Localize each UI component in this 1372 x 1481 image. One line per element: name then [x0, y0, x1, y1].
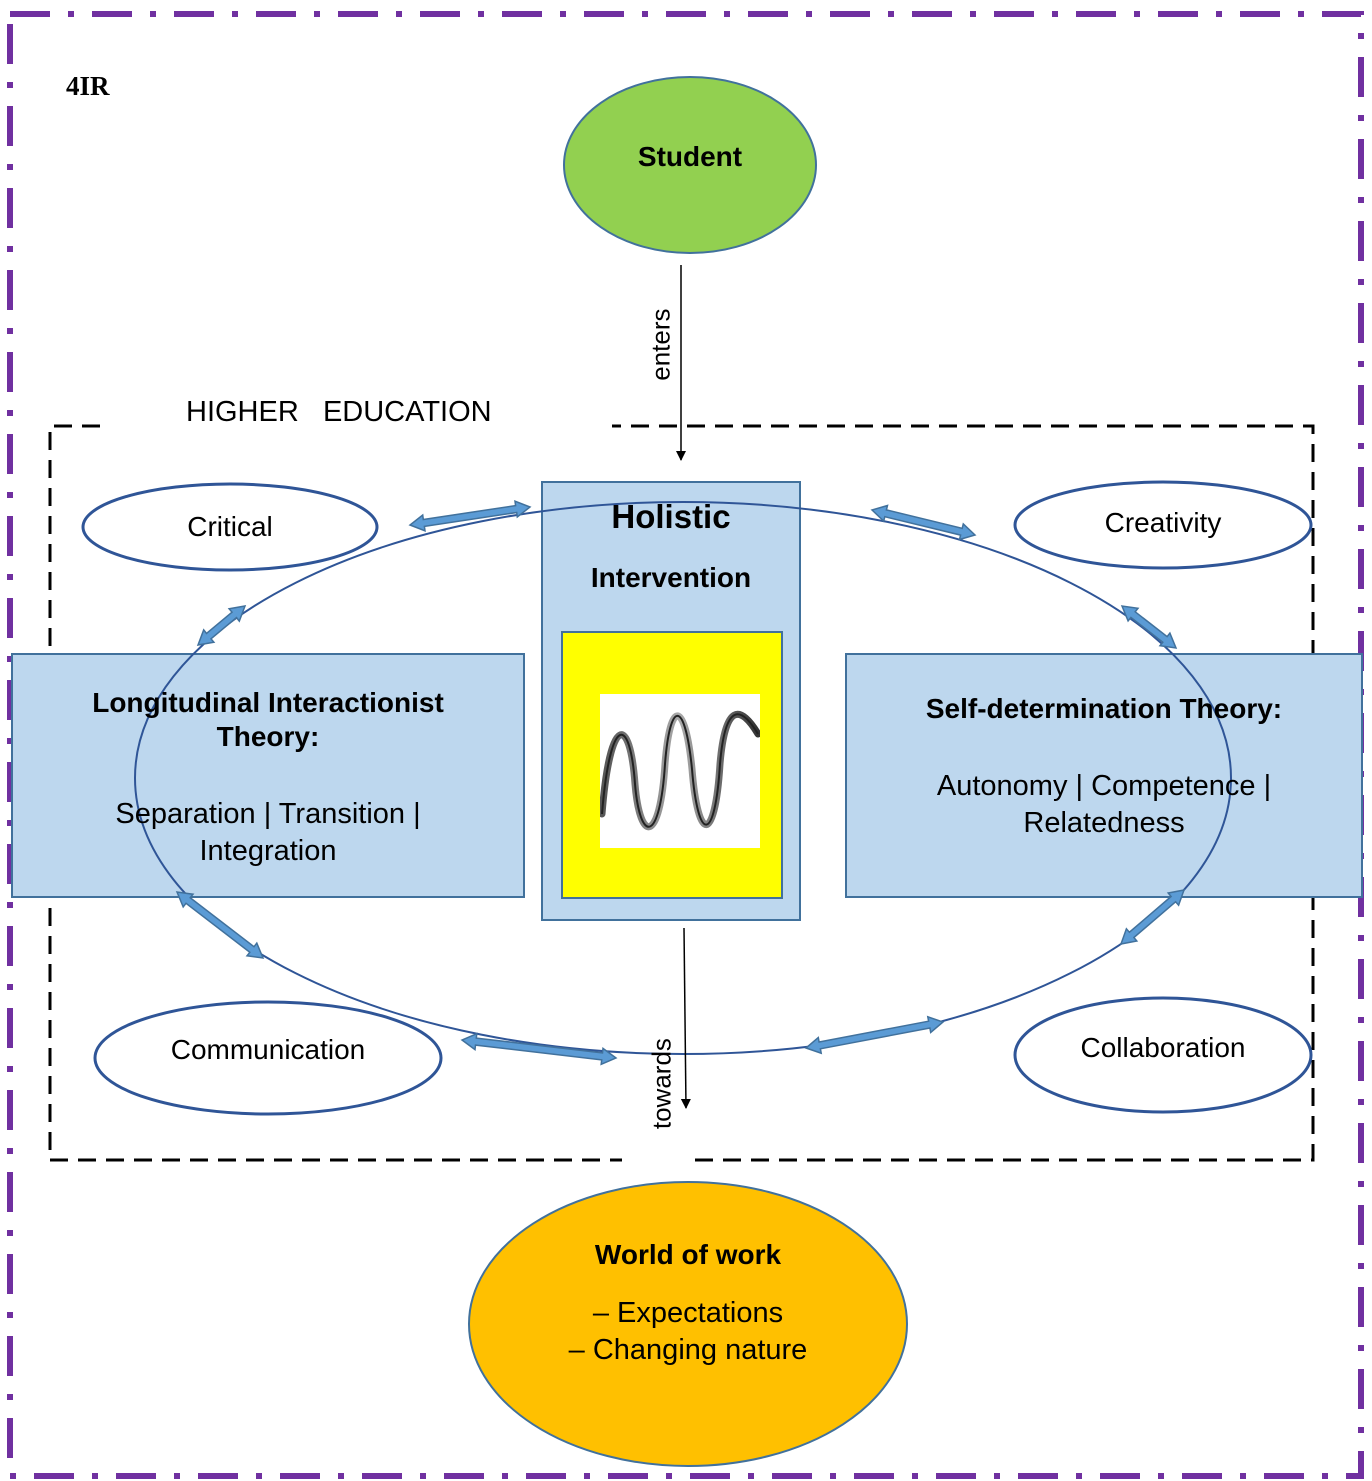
right-collaboration-arrow: [1119, 889, 1186, 945]
world-of-work-line2: – Changing nature: [568, 1334, 808, 1366]
critical-ellipse: [81, 482, 379, 572]
communication-ellipse: [93, 1000, 443, 1116]
outer-label-4ir: 4IR: [66, 71, 110, 101]
holistic-subtitle: Intervention: [590, 562, 752, 593]
left-communication-arrow: [175, 891, 265, 959]
world-of-work-ellipse: [468, 1181, 908, 1467]
critical-left-arrow: [196, 605, 247, 646]
towards-label: towards: [646, 1038, 677, 1130]
creativity-ellipse: [1013, 480, 1313, 570]
dbr-spiral-image: [598, 694, 762, 848]
left-theory-title: Longitudinal Interactionist Theory:: [92, 687, 444, 752]
holistic-title: Holistic: [611, 498, 731, 535]
right-theory-items: Autonomy | Competence | Relatedness: [936, 770, 1272, 839]
communication-towards-arrow: [460, 1032, 618, 1066]
communication-label: Communication: [170, 1034, 366, 1065]
collaboration-ellipse: [1013, 996, 1313, 1114]
towards-collaboration-arrow: [804, 1015, 945, 1055]
creativity-right-arrow: [1120, 605, 1178, 649]
world-of-work-line1: – Expectations: [592, 1297, 784, 1329]
towards-arrow: [680, 927, 691, 1109]
student-label: Student: [637, 141, 743, 172]
left-theory-items: Separation | Transition | Integration: [115, 798, 421, 867]
holistic-creativity-arrow: [870, 504, 977, 541]
collaboration-label: Collaboration: [1080, 1032, 1246, 1063]
right-theory-title: Self-determination Theory:: [925, 693, 1283, 724]
higher-education-label: HIGHER EDUCATION: [186, 396, 492, 428]
enters-label: enters: [645, 308, 676, 381]
critical-holistic-arrow: [408, 500, 532, 532]
spiral-icon: [598, 711, 762, 831]
left-theory-box: [11, 653, 525, 898]
double-arrows-group: [175, 500, 1186, 1066]
cycle-ellipse: [134, 501, 1232, 1055]
student-ellipse: [563, 76, 817, 254]
world-of-work-title: World of work: [594, 1239, 782, 1270]
right-theory-box: [845, 653, 1363, 898]
critical-label: Critical: [187, 511, 273, 542]
creativity-label: Creativity: [1104, 507, 1222, 538]
